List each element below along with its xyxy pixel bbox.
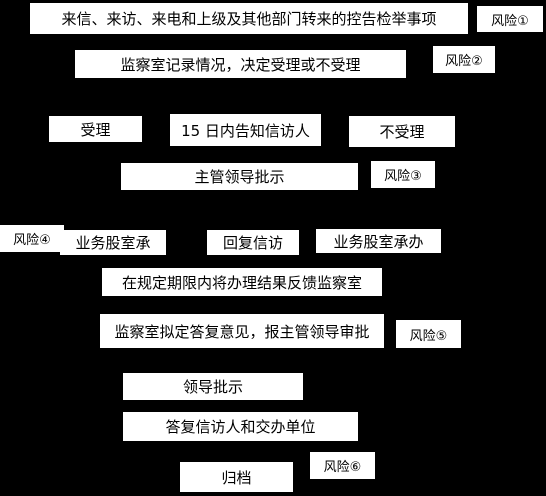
- step-record-box: 监察室记录情况，决定受理或不受理: [75, 50, 406, 78]
- step-accept-label: 受理: [80, 120, 111, 139]
- step-reply-label: 回复信访: [222, 234, 283, 252]
- step-reject-label: 不受理: [379, 123, 425, 141]
- step-answer-box: 答复信访人和交办单位: [123, 412, 358, 441]
- risk-2-label: 风险②: [445, 54, 483, 69]
- step-leader-instruct-2-label: 领导批示: [182, 378, 243, 396]
- step-leader-instruct-label: 主管领导批示: [194, 168, 285, 186]
- step-notify-box: 15 日内告知信访人: [170, 114, 321, 146]
- step-dept-a-box: 业务股室承: [60, 230, 166, 255]
- risk-2-badge: 风险②: [433, 46, 495, 73]
- step-source-label: 来信、来访、来电和上级及其他部门转来的控告检举事项: [61, 10, 437, 28]
- step-dept-b-label: 业务股室承办: [333, 232, 424, 251]
- risk-1-badge: 风险①: [477, 6, 543, 32]
- risk-6-badge: 风险⑥: [310, 452, 375, 479]
- step-leader-instruct-2-box: 领导批示: [123, 373, 303, 400]
- risk-4-badge: 风险④: [0, 225, 64, 252]
- step-accept-box: 受理: [49, 116, 142, 142]
- step-reply-box: 回复信访: [207, 230, 299, 255]
- step-archive-label: 归档: [221, 468, 252, 487]
- step-dept-b-box: 业务股室承办: [316, 229, 441, 253]
- risk-1-label: 风险①: [491, 13, 529, 29]
- step-leader-instruct-box: 主管领导批示: [121, 163, 358, 190]
- step-draft-box: 监察室拟定答复意见，报主管领导审批: [100, 314, 384, 348]
- step-feedback-label: 在规定期限内将办理结果反馈监察室: [121, 273, 362, 292]
- step-reject-box: 不受理: [349, 116, 455, 147]
- risk-5-badge: 风险⑤: [396, 320, 461, 348]
- step-feedback-box: 在规定期限内将办理结果反馈监察室: [102, 268, 382, 296]
- step-draft-label: 监察室拟定答复意见，报主管领导审批: [114, 322, 370, 341]
- risk-6-label: 风险⑥: [323, 460, 362, 475]
- step-answer-label: 答复信访人和交办单位: [165, 418, 316, 436]
- step-notify-label: 15 日内告知信访人: [181, 121, 310, 140]
- risk-3-label: 风险③: [384, 169, 422, 184]
- step-dept-a-label: 业务股室承: [75, 234, 151, 252]
- risk-5-label: 风险⑤: [409, 328, 448, 344]
- risk-4-label: 风险④: [13, 233, 51, 248]
- risk-3-badge: 风险③: [371, 161, 435, 188]
- step-record-label: 监察室记录情况，决定受理或不受理: [120, 55, 361, 74]
- step-source-box: 来信、来访、来电和上级及其他部门转来的控告检举事项: [30, 3, 468, 34]
- step-archive-box: 归档: [180, 462, 293, 492]
